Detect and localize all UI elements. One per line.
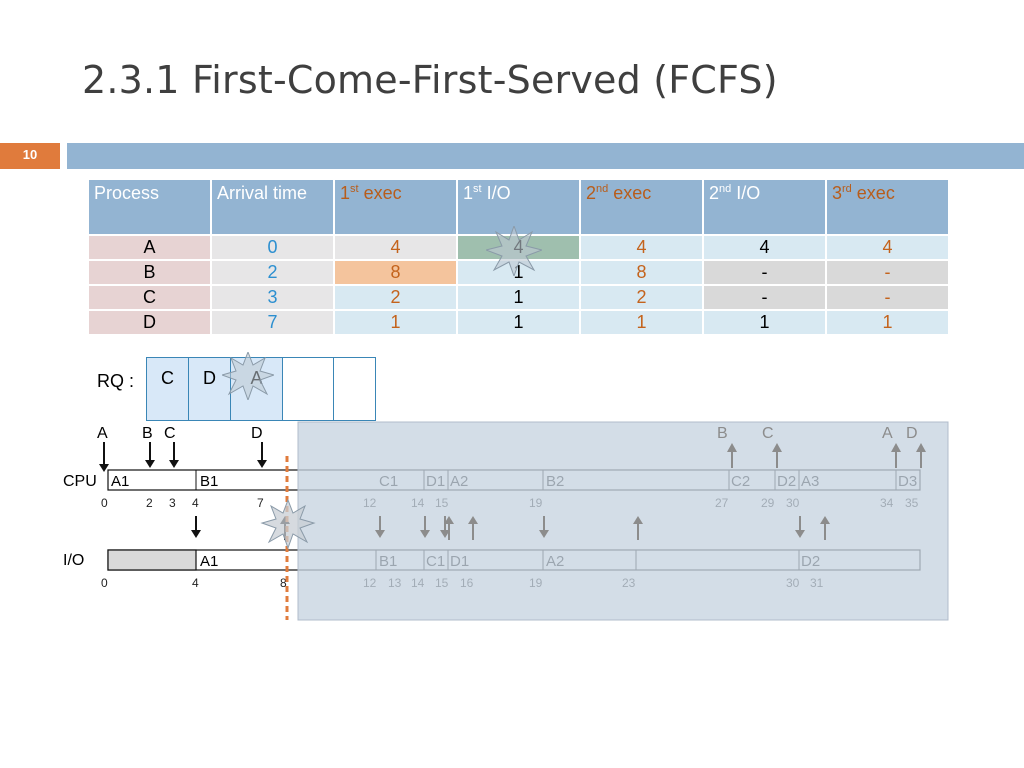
svg-text:0: 0 — [101, 496, 108, 510]
cell-exec3: - — [825, 259, 950, 286]
starburst-highlight-icon — [486, 226, 542, 276]
svg-text:3: 3 — [169, 496, 176, 510]
cell-exec3: 1 — [825, 309, 950, 336]
ready-queue-cell — [333, 357, 376, 421]
header-2nd-exec: 2nd exec — [579, 178, 704, 236]
cell-arrival: 7 — [210, 309, 335, 336]
title-divider-bar — [67, 143, 1024, 169]
arrival-label: A — [97, 425, 108, 442]
cell-exec3: 4 — [825, 234, 950, 261]
cell-io2: 4 — [702, 234, 827, 261]
cell-arrival: 0 — [210, 234, 335, 261]
page-number: 10 — [0, 143, 60, 169]
cell-process: C — [87, 284, 212, 311]
cell-io1: 1 — [456, 284, 581, 311]
cell-arrival: 3 — [210, 284, 335, 311]
completion-label: D — [906, 425, 918, 442]
arrival-label: C — [164, 425, 176, 442]
svg-text:B1: B1 — [200, 473, 218, 490]
arrival-label: D — [251, 425, 263, 442]
header-arrival-time: Arrival time — [210, 178, 335, 236]
cell-exec2: 4 — [579, 234, 704, 261]
table-row: B 2 8 1 8 - - — [87, 259, 950, 286]
header-1st-exec: 1st exec — [333, 178, 458, 236]
arrival-label: B — [142, 425, 153, 442]
ready-queue-cell: C — [146, 357, 189, 421]
table-header-row: Process Arrival time 1st exec 1st I/O 2n… — [87, 178, 950, 236]
cell-io2: - — [702, 259, 827, 286]
cell-io2: 1 — [702, 309, 827, 336]
svg-text:4: 4 — [192, 496, 199, 510]
svg-text:A1: A1 — [200, 553, 218, 570]
ready-queue-cell — [282, 357, 334, 421]
svg-text:8: 8 — [280, 576, 287, 590]
cell-exec2: 8 — [579, 259, 704, 286]
cell-exec1: 2 — [333, 284, 458, 311]
cell-exec1: 8 — [333, 259, 458, 286]
cell-process: A — [87, 234, 212, 261]
gantt-timeline: A B C D CPU A1 B1 C1 D1 A2 B2 C2 D2 A3 D… — [63, 421, 949, 621]
svg-text:A1: A1 — [111, 473, 129, 490]
slide-title: 2.3.1 First-Come-First-Served (FCFS) — [82, 58, 778, 102]
cell-exec2: 1 — [579, 309, 704, 336]
cell-process: D — [87, 309, 212, 336]
cell-exec1: 1 — [333, 309, 458, 336]
svg-text:4: 4 — [192, 576, 199, 590]
svg-text:0: 0 — [101, 576, 108, 590]
table-row: D 7 1 1 1 1 1 — [87, 309, 950, 336]
starburst-highlight-icon — [260, 498, 316, 550]
future-time-overlay — [297, 421, 949, 621]
cell-exec1: 4 — [333, 234, 458, 261]
header-3rd-exec: 3rd exec — [825, 178, 950, 236]
cell-exec2: 2 — [579, 284, 704, 311]
table-row: C 3 2 1 2 - - — [87, 284, 950, 311]
io-label: I/O — [63, 552, 84, 569]
svg-text:7: 7 — [257, 496, 264, 510]
completion-label: A — [882, 425, 893, 442]
header-2nd-io: 2nd I/O — [702, 178, 827, 236]
cell-io1: 1 — [456, 309, 581, 336]
completion-label: B — [717, 425, 728, 442]
process-table: Process Arrival time 1st exec 1st I/O 2n… — [87, 178, 950, 336]
completion-label: C — [762, 425, 774, 442]
ready-queue-cell: D — [188, 357, 231, 421]
cell-io2: - — [702, 284, 827, 311]
cpu-label: CPU — [63, 473, 97, 490]
starburst-highlight-icon — [222, 352, 274, 400]
cell-arrival: 2 — [210, 259, 335, 286]
ready-queue-label: RQ : — [97, 371, 135, 391]
header-process: Process — [87, 178, 212, 236]
cell-exec3: - — [825, 284, 950, 311]
cell-process: B — [87, 259, 212, 286]
svg-text:2: 2 — [146, 496, 153, 510]
header-1st-io: 1st I/O — [456, 178, 581, 236]
